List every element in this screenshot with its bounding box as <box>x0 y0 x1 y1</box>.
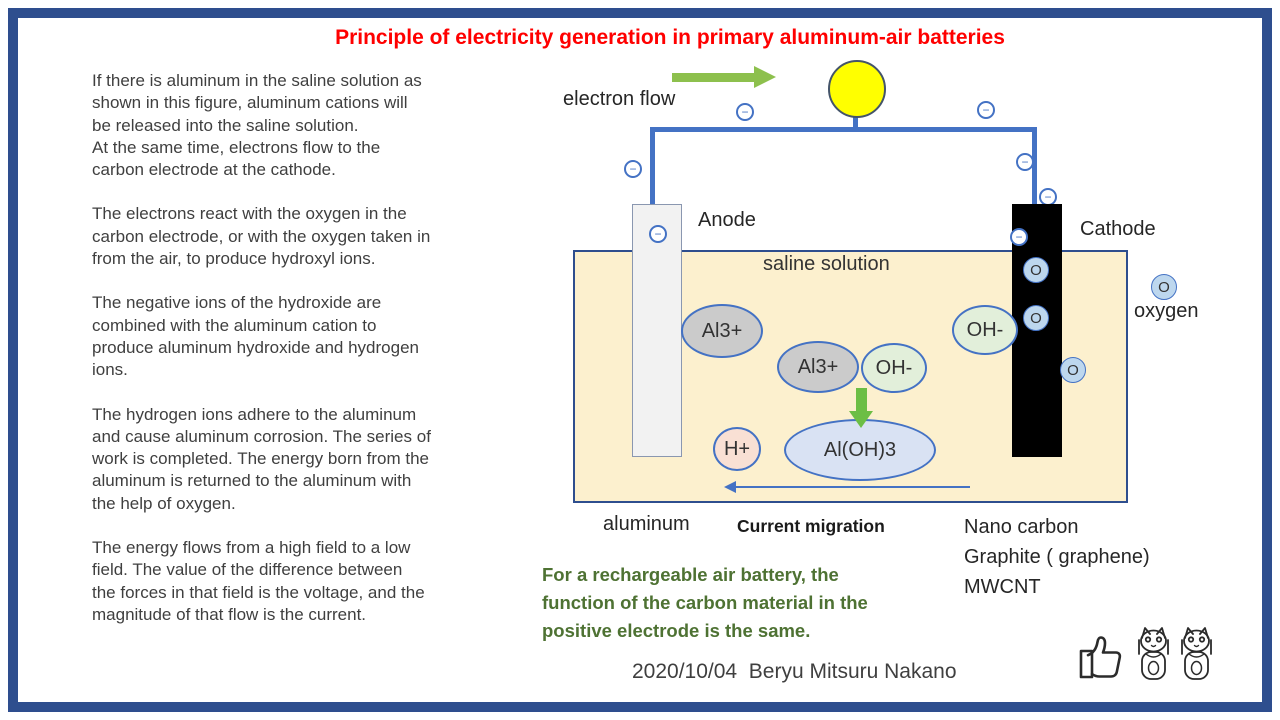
anode-label: Anode <box>698 209 756 231</box>
cathode-label: Cathode <box>1080 218 1156 240</box>
oxygen-atom: O <box>1060 357 1086 383</box>
electron-icon: − <box>977 101 995 119</box>
aluminum-label: aluminum <box>603 513 690 535</box>
current-migration-arrow <box>734 486 970 488</box>
oxygen-legend-icon: O <box>1151 274 1177 300</box>
footer-icons <box>1078 626 1214 682</box>
oxygen-label: oxygen <box>1134 300 1199 322</box>
thumbs-up-icon <box>1078 628 1128 682</box>
electron-flow-arrowhead-icon <box>754 66 776 88</box>
oxygen-atom: O <box>1023 257 1049 283</box>
electron-flow-arrow <box>672 73 754 82</box>
saline-solution-label: saline solution <box>763 253 890 275</box>
wire-right-vertical <box>1032 127 1037 207</box>
paragraph-4: The hydrogen ions adhere to the aluminum… <box>92 404 431 513</box>
al3-cation: Al3+ <box>777 341 859 393</box>
paragraph-2: The electrons react with the oxygen in t… <box>92 204 431 269</box>
aluminum-hydroxide: Al(OH)3 <box>784 419 936 481</box>
wire-bulb-stem <box>853 110 858 129</box>
rechargeable-note: For a rechargeable air battery, the func… <box>542 564 868 641</box>
current-migration-arrowhead-icon <box>724 481 736 493</box>
al3-cation: Al3+ <box>681 304 763 358</box>
explanation-text-block: If there is aluminum in the saline solut… <box>92 70 522 648</box>
paragraph-1: If there is aluminum in the saline solut… <box>92 71 422 180</box>
reaction-arrowhead-icon <box>849 411 873 428</box>
oh-anion: OH- <box>952 305 1018 355</box>
h-cation: H+ <box>713 427 761 471</box>
oh-anion: OH- <box>861 343 927 393</box>
electron-icon: − <box>1010 228 1028 246</box>
carbon-material-label: Nano carbon Graphite ( graphene) MWCNT <box>964 516 1150 598</box>
electron-flow-label: electron flow <box>563 88 676 110</box>
page-title: Principle of electricity generation in p… <box>335 26 1005 49</box>
electron-icon: − <box>1016 153 1034 171</box>
paragraph-3: The negative ions of the hydroxide are c… <box>92 293 419 380</box>
oxygen-atom: O <box>1023 305 1049 331</box>
current-migration-label: Current migration <box>737 516 885 536</box>
maneki-neko-icon <box>1136 626 1171 682</box>
date-credit: 2020/10/04 Beryu Mitsuru Nakano <box>632 660 957 683</box>
electron-icon: − <box>649 225 667 243</box>
maneki-neko-icon <box>1179 626 1214 682</box>
light-bulb <box>828 60 886 118</box>
wire-left-vertical <box>650 127 655 207</box>
electron-icon: − <box>736 103 754 121</box>
electron-icon: − <box>624 160 642 178</box>
paragraph-5: The energy flows from a high field to a … <box>92 538 425 624</box>
reaction-arrow <box>856 388 867 413</box>
wire-horizontal <box>650 127 1037 132</box>
